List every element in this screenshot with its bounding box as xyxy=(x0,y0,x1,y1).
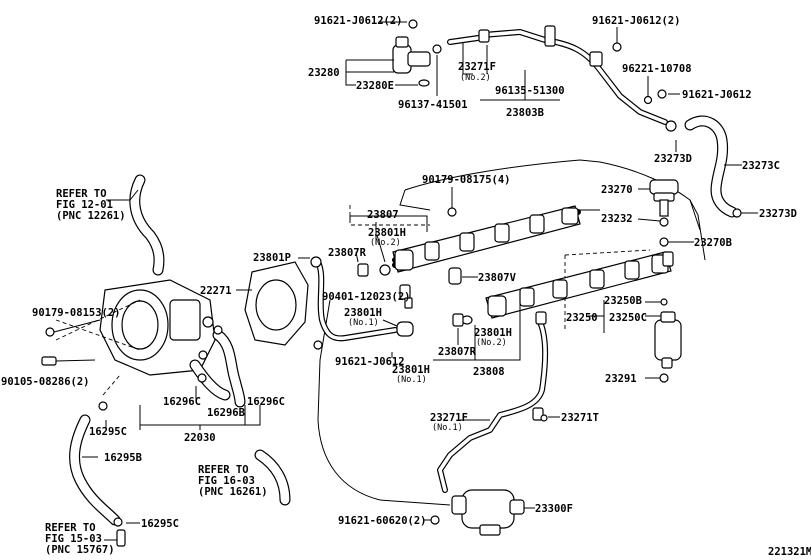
fuel-line-23803b xyxy=(447,25,680,125)
fuel-rail-lower-23808 xyxy=(433,251,674,361)
label-fig-15-03: FIG 15-03 xyxy=(45,533,102,545)
label-91621-j0612-mid: 91621-J0612 xyxy=(335,356,405,368)
fuel-rail-upper-23807 xyxy=(349,187,581,285)
label-23273d-lower: 23273D xyxy=(759,208,797,220)
fuel-line-23801p xyxy=(298,256,414,358)
gasket-22271 xyxy=(236,261,309,346)
label-23807v: 23807V xyxy=(478,272,517,284)
label-96137-41501: 96137-41501 xyxy=(398,99,468,111)
fuel-line-23271f-no1 xyxy=(437,311,560,493)
label-23280: 23280 xyxy=(308,67,340,79)
label-pnc-12261: (PNC 12261) xyxy=(56,210,126,222)
label-23801h-no1-upper-sub: (No.1) xyxy=(348,318,379,328)
label-23807: 23807 xyxy=(367,209,399,221)
label-23801h-no2-upper: (No.2) xyxy=(370,238,401,248)
label-pnc-16261: (PNC 16261) xyxy=(198,486,268,498)
label-23270: 23270 xyxy=(601,184,633,196)
label-23250c: 23250C xyxy=(609,312,647,324)
label-23807r-upper: 23807R xyxy=(328,247,367,259)
label-96221-10708: 96221-10708 xyxy=(622,63,692,75)
label-23801h-lower: 23801H xyxy=(474,327,512,339)
label-91621-60620: 91621-60620(2) xyxy=(338,515,427,527)
refer-hose-upper xyxy=(106,174,165,276)
label-16296c-left: 16296C xyxy=(163,396,201,408)
part-labels: 91621-J0612(2) 23280 23280E 96137-41501 … xyxy=(1,15,811,558)
label-23273c: 23273C xyxy=(742,160,780,172)
label-23801h-no1-upper: 23801H xyxy=(344,307,382,319)
fuel-damper-23270 xyxy=(637,179,694,247)
pressure-regulator-23280 xyxy=(345,19,442,96)
label-23801h-no2-lower: (No.2) xyxy=(476,338,507,348)
label-23300f: 23300F xyxy=(535,503,573,515)
label-23271f-top: 23271F xyxy=(458,61,496,73)
label-figure-code: 221321M xyxy=(768,546,811,558)
label-23801p: 23801P xyxy=(253,252,291,264)
label-23271t: 23271T xyxy=(561,412,599,424)
hose-23273c xyxy=(665,115,758,218)
label-23271f-no2: (No.2) xyxy=(460,73,491,83)
label-90179-08153: 90179-08153(2) xyxy=(32,307,121,319)
label-16296c-right: 16296C xyxy=(247,396,285,408)
label-pnc-15767: (PNC 15767) xyxy=(45,544,115,556)
label-23271f-no1: 23271F xyxy=(430,412,468,424)
label-90105-08286: 90105-08286(2) xyxy=(1,376,90,388)
label-23271f-no1-sub: (No.1) xyxy=(432,423,463,433)
label-96135-51300: 96135-51300 xyxy=(495,85,565,97)
label-90401-12023: 90401-12023(2) xyxy=(322,291,411,303)
hose-refer-16-03 xyxy=(254,449,291,506)
label-23807r-lower: 23807R xyxy=(438,346,477,358)
label-16296b: 16296B xyxy=(207,407,245,419)
label-refer-to-1: REFER TO xyxy=(56,188,107,200)
label-23280e: 23280E xyxy=(356,80,394,92)
label-fig-12-01: FIG 12-01 xyxy=(56,199,113,211)
label-23232: 23232 xyxy=(601,213,633,225)
label-refer-to-2: REFER TO xyxy=(198,464,249,476)
throttle-body xyxy=(41,279,216,376)
label-90179-08175: 90179-08175(4) xyxy=(422,174,511,186)
label-91621-j0612-right: 91621-J0612 xyxy=(682,89,752,101)
label-16295c-lower: 16295C xyxy=(141,518,179,530)
label-refer-to-3: REFER TO xyxy=(45,522,96,534)
label-23273d-upper: 23273D xyxy=(654,153,692,165)
label-91621-j0612-2-right: 91621-J0612(2) xyxy=(592,15,681,27)
label-23270b: 23270B xyxy=(694,237,732,249)
label-23291: 23291 xyxy=(605,373,637,385)
hoses-16296 xyxy=(139,325,261,430)
label-fig-16-03: FIG 16-03 xyxy=(198,475,255,487)
label-91621-j0612-2-top: 91621-J0612(2) xyxy=(314,15,403,27)
injector-23250 xyxy=(588,298,682,383)
label-23803b: 23803B xyxy=(506,107,544,119)
label-22030: 22030 xyxy=(184,432,216,444)
fuel-filter-23300f xyxy=(423,489,535,536)
label-16295c-upper: 16295C xyxy=(89,426,127,438)
label-23801h-upper: 23801H xyxy=(368,227,406,239)
label-23808: 23808 xyxy=(473,366,505,378)
label-23250b: 23250B xyxy=(604,295,642,307)
label-23250: 23250 xyxy=(566,312,598,324)
label-23801h-no1-lower: 23801H xyxy=(392,364,430,376)
label-16295b: 16295B xyxy=(104,452,142,464)
label-23801h-no1-lower-sub: (No.1) xyxy=(396,375,427,385)
label-22271: 22271 xyxy=(200,285,232,297)
hose-16295b xyxy=(69,374,140,547)
